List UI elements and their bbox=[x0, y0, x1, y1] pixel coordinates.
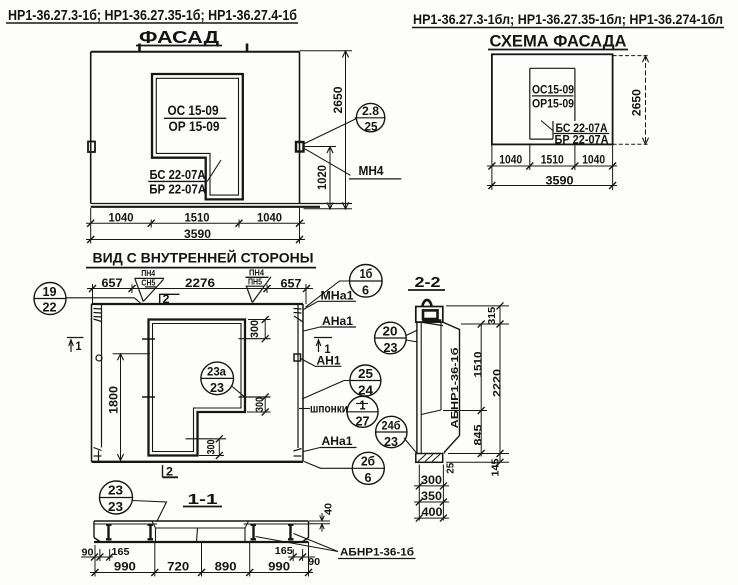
svg-text:НР1-36.27.3-1б; НР1-36.27.35-1: НР1-36.27.3-1б; НР1-36.27.35-1б; НР1-36.… bbox=[8, 7, 297, 24]
svg-text:165: 165 bbox=[275, 545, 293, 557]
svg-text:22: 22 bbox=[43, 301, 57, 315]
svg-text:845: 845 bbox=[472, 425, 484, 446]
svg-text:2650: 2650 bbox=[331, 86, 345, 113]
svg-text:МНа1: МНа1 bbox=[321, 289, 354, 303]
svg-text:25: 25 bbox=[365, 120, 378, 134]
svg-text:2650: 2650 bbox=[629, 89, 643, 116]
svg-text:2: 2 bbox=[163, 292, 170, 306]
svg-text:2276: 2276 bbox=[185, 276, 215, 290]
svg-text:1510: 1510 bbox=[185, 211, 210, 225]
svg-text:1020: 1020 bbox=[315, 165, 329, 190]
svg-text:890: 890 bbox=[215, 559, 237, 573]
svg-text:НР1-36.27.3-1бл; НР1-36.27.35-: НР1-36.27.3-1бл; НР1-36.27.35-1бл; НР1-3… bbox=[413, 11, 723, 27]
svg-text:СХЕМА ФАСАДА: СХЕМА ФАСАДА bbox=[490, 32, 627, 51]
svg-text:БР 22-07А: БР 22-07А bbox=[149, 181, 207, 196]
svg-text:300: 300 bbox=[249, 320, 261, 338]
svg-text:БС 22-07А: БС 22-07А bbox=[150, 167, 207, 182]
svg-text:40: 40 bbox=[323, 503, 335, 515]
svg-text:1510: 1510 bbox=[473, 352, 485, 378]
svg-text:6: 6 bbox=[365, 471, 372, 485]
svg-text:315: 315 bbox=[486, 307, 498, 325]
svg-text:1800: 1800 bbox=[106, 386, 120, 414]
svg-text:АН1: АН1 bbox=[317, 354, 341, 368]
svg-text:27: 27 bbox=[356, 415, 370, 429]
svg-text:400: 400 bbox=[422, 507, 443, 519]
svg-text:90: 90 bbox=[308, 556, 320, 568]
svg-text:300: 300 bbox=[205, 440, 217, 455]
svg-text:1040: 1040 bbox=[257, 211, 282, 225]
svg-text:6: 6 bbox=[362, 284, 369, 298]
svg-text:3590: 3590 bbox=[184, 227, 211, 241]
svg-text:МН4: МН4 bbox=[359, 164, 384, 178]
svg-text:ОР15-09: ОР15-09 bbox=[532, 98, 574, 110]
svg-text:1-1: 1-1 bbox=[188, 492, 218, 508]
svg-text:657: 657 bbox=[281, 276, 302, 290]
svg-text:720: 720 bbox=[167, 559, 189, 573]
svg-text:145: 145 bbox=[490, 458, 502, 476]
svg-text:3590: 3590 bbox=[546, 173, 574, 187]
svg-text:ФАСАД: ФАСАД bbox=[139, 27, 220, 47]
svg-text:300: 300 bbox=[421, 475, 442, 487]
svg-text:990: 990 bbox=[268, 559, 290, 573]
svg-text:1б: 1б bbox=[360, 267, 373, 281]
svg-text:350: 350 bbox=[421, 491, 442, 503]
svg-text:1510: 1510 bbox=[541, 155, 564, 167]
svg-text:165: 165 bbox=[112, 546, 130, 558]
svg-text:24б: 24б bbox=[382, 419, 401, 433]
svg-text:ОС 15-09: ОС 15-09 bbox=[168, 102, 219, 118]
svg-text:АНа1: АНа1 bbox=[322, 314, 353, 328]
svg-text:23: 23 bbox=[108, 484, 123, 498]
svg-text:СН5: СН5 bbox=[141, 279, 155, 288]
svg-text:90: 90 bbox=[82, 547, 94, 559]
svg-text:АБНР1-36-1б: АБНР1-36-1б bbox=[340, 547, 414, 559]
svg-text:2220: 2220 bbox=[491, 369, 503, 397]
svg-text:1: 1 bbox=[76, 339, 82, 353]
svg-text:БР 22-07А: БР 22-07А bbox=[555, 135, 609, 147]
svg-text:2б: 2б bbox=[361, 455, 375, 469]
svg-text:1040: 1040 bbox=[499, 155, 522, 167]
svg-text:1040: 1040 bbox=[582, 155, 605, 167]
svg-text:ПН4: ПН4 bbox=[249, 269, 265, 278]
svg-text:1040: 1040 bbox=[109, 211, 134, 225]
svg-text:990: 990 bbox=[114, 559, 136, 573]
svg-text:25: 25 bbox=[358, 367, 373, 381]
svg-text:ВИД С ВНУТРЕННЕЙ СТОРОНЫ: ВИД С ВНУТРЕННЕЙ СТОРОНЫ bbox=[93, 249, 314, 266]
svg-text:300: 300 bbox=[254, 397, 266, 412]
svg-text:24: 24 bbox=[358, 384, 373, 398]
svg-text:БС 22-07А: БС 22-07А bbox=[556, 123, 608, 135]
svg-text:20: 20 bbox=[383, 325, 398, 339]
svg-text:2.8: 2.8 bbox=[362, 104, 379, 118]
svg-text:ПН4: ПН4 bbox=[141, 269, 155, 278]
svg-text:2-2: 2-2 bbox=[415, 275, 441, 291]
svg-text:23: 23 bbox=[210, 381, 224, 395]
svg-text:АНа1: АНа1 bbox=[322, 434, 353, 448]
svg-text:23а: 23а bbox=[207, 365, 226, 379]
svg-text:23: 23 bbox=[384, 341, 398, 355]
svg-text:2: 2 bbox=[166, 465, 173, 479]
svg-text:25: 25 bbox=[446, 462, 457, 473]
svg-text:ПН5: ПН5 bbox=[248, 278, 262, 287]
svg-text:ОС15-09: ОС15-09 bbox=[532, 85, 574, 97]
svg-text:23: 23 bbox=[108, 500, 123, 514]
svg-text:шпонки: шпонки bbox=[310, 402, 348, 416]
svg-text:23: 23 bbox=[384, 435, 398, 449]
svg-text:1: 1 bbox=[360, 399, 366, 413]
svg-text:19: 19 bbox=[43, 285, 57, 299]
svg-text:АБНР1-36-1б: АБНР1-36-1б bbox=[449, 347, 461, 429]
svg-text:657: 657 bbox=[102, 276, 123, 290]
svg-text:ОР 15-09: ОР 15-09 bbox=[169, 118, 220, 134]
svg-text:1: 1 bbox=[325, 342, 331, 356]
